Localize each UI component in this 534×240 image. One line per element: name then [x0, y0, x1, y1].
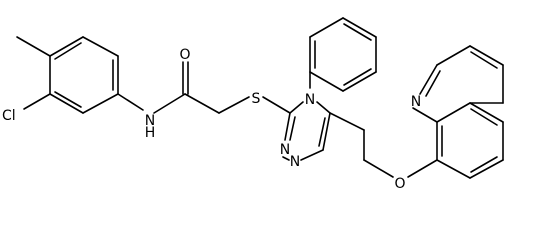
bond — [470, 108, 498, 126]
bond — [470, 51, 498, 69]
bond — [49, 36, 84, 57]
bond — [316, 101, 331, 114]
ch2-s-bond — [218, 96, 250, 114]
amide-nitrogen-atom: N — [145, 113, 155, 129]
bond — [412, 107, 438, 123]
bond — [54, 42, 82, 60]
triazole-ch2-bond — [329, 112, 365, 131]
bond — [425, 70, 441, 97]
amide-hydrogen-atom: H — [145, 125, 156, 141]
carbonyl-ch2-bond — [184, 93, 220, 114]
bond — [343, 68, 372, 86]
ch2-o-bond — [363, 159, 394, 178]
bond — [419, 64, 438, 95]
chloromethylphenyl-ring — [49, 36, 119, 114]
bond — [282, 156, 290, 161]
bond — [289, 116, 296, 141]
methyl-bond — [16, 36, 51, 57]
aryl-n-bond — [117, 93, 144, 111]
bond — [309, 17, 344, 38]
o-quinoline-bond — [407, 159, 438, 178]
triazole-n1-atom: N — [280, 142, 290, 158]
molecule-structure: Cl N H O S N N N O N — [2, 17, 504, 192]
bond — [82, 93, 119, 114]
s-triazole-bond — [262, 96, 291, 114]
bond — [436, 159, 471, 179]
bond — [49, 93, 84, 114]
bond — [322, 112, 331, 151]
bond — [54, 91, 82, 108]
bond — [469, 102, 504, 123]
triazole-n2-atom: N — [290, 154, 300, 170]
n-carbonyl-bond — [153, 93, 186, 114]
bond — [343, 23, 372, 41]
bond — [300, 149, 324, 161]
chloro-bond — [23, 93, 51, 110]
bond — [342, 71, 377, 92]
bond — [318, 117, 326, 147]
structure-canvas: Cl N H O S N N N O N — [2, 17, 504, 192]
chlorine-atom: Cl — [2, 108, 16, 124]
bond — [82, 36, 119, 57]
bond — [309, 71, 344, 92]
triazole-ring — [282, 101, 331, 161]
carbonyl-oxygen-atom: O — [179, 47, 190, 63]
bond — [469, 159, 504, 179]
bond — [469, 45, 504, 66]
sulfur-atom: S — [252, 91, 261, 107]
bond — [436, 102, 471, 123]
phenyl-ring — [309, 17, 377, 92]
quinoline-nitrogen-atom: N — [411, 94, 421, 110]
bond — [470, 156, 498, 173]
bond — [436, 45, 471, 66]
bond — [289, 101, 304, 114]
triazole-n4-atom: N — [305, 92, 315, 108]
bond — [284, 112, 291, 141]
bond — [342, 17, 377, 38]
ether-oxygen-atom: O — [394, 176, 405, 192]
quinoline-ring — [412, 45, 504, 179]
